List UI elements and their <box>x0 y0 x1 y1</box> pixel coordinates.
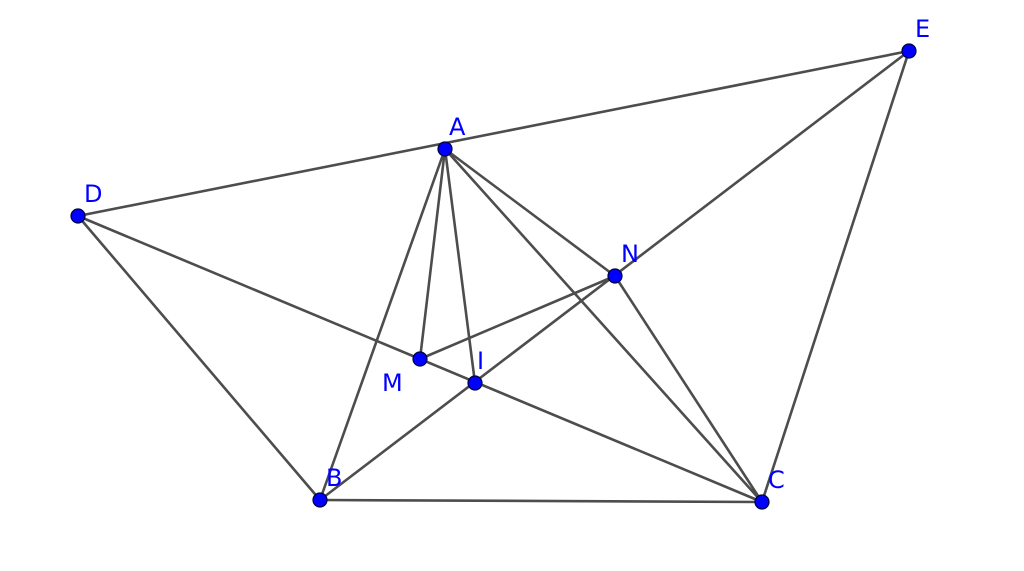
point-label-C: C <box>768 466 785 494</box>
segment-EC <box>760 49 911 504</box>
point-label-B: B <box>326 464 342 492</box>
labels-layer: A B C D E M N I <box>84 15 930 494</box>
segment-AC <box>443 147 764 504</box>
segment-AB <box>318 147 447 502</box>
segment-AN <box>443 147 617 278</box>
segment-BC <box>318 498 764 504</box>
segment-NC <box>613 274 764 504</box>
point-label-D: D <box>84 180 102 208</box>
point-label-M: M <box>382 369 403 397</box>
point-label-A: A <box>449 113 466 141</box>
point-label-E: E <box>915 15 930 43</box>
point-M <box>412 351 428 367</box>
point-A <box>437 141 453 157</box>
point-I <box>467 375 483 391</box>
point-N <box>607 268 623 284</box>
segment-AM <box>418 147 447 361</box>
point-B <box>312 492 328 508</box>
segment-MN <box>418 274 617 361</box>
segment-DB <box>76 214 322 502</box>
segment-DE <box>76 49 911 218</box>
point-label-I: I <box>477 347 484 375</box>
points-layer <box>70 43 917 510</box>
segments-layer <box>76 49 911 504</box>
segment-AI <box>443 147 477 385</box>
point-label-N: N <box>621 240 639 268</box>
point-E <box>901 43 917 59</box>
point-C <box>754 494 770 510</box>
point-D <box>70 208 86 224</box>
